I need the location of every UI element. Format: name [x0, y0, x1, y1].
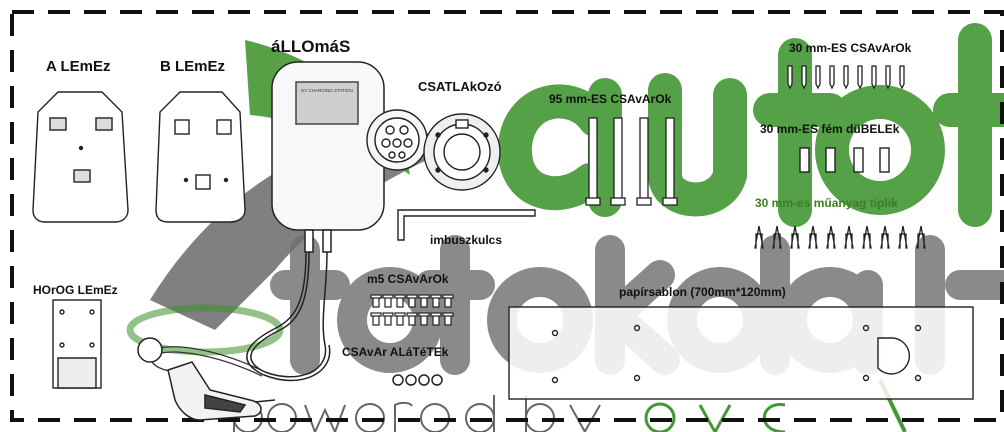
template-label: papírsablon (700mm*120mm) — [619, 285, 786, 299]
dashed-border — [10, 10, 1004, 422]
paper-template — [508, 306, 974, 400]
screws-30mm — [787, 65, 905, 90]
connector-flange — [423, 113, 501, 191]
plate-a-label: A LEmEz — [46, 58, 111, 75]
station-screen-label: EV CHARGING STATION — [301, 88, 353, 93]
plastic-anchors — [754, 225, 926, 249]
hook-plate — [52, 299, 102, 389]
plate-a — [32, 91, 129, 223]
plate-b-label: B LEmEz — [160, 58, 226, 75]
m5-screws — [370, 294, 454, 326]
metal-dowels-label: 30 mm-ES fém düBELEk — [760, 122, 900, 136]
washers-label: CSAvAr ALáTéTEk — [342, 345, 449, 359]
charging-station: EV CHARGING STATION — [246, 61, 385, 382]
washers — [392, 374, 443, 386]
m5-screws-label: m5 CSAvArOk — [367, 272, 449, 286]
screws-95mm — [585, 117, 678, 206]
charging-plug — [137, 337, 276, 421]
connector-label: CSATLAkOzó — [418, 79, 502, 94]
allen-key-label: imbuszkulcs — [430, 233, 503, 247]
screws-30-label: 30 mm-ES CSAvArOk — [789, 41, 912, 55]
plate-b — [155, 91, 246, 223]
screws-95-label: 95 mm-ES CSAvArOk — [549, 92, 672, 106]
plastic-anchors-label: 30 mm-es műanyag tiplik — [755, 196, 898, 210]
connector — [366, 109, 428, 171]
hook-plate-label: HOrOG LEmEz — [33, 283, 118, 297]
station-title: áLLOmáS — [271, 37, 351, 56]
metal-dowels — [799, 147, 890, 173]
allen-key — [397, 209, 536, 241]
